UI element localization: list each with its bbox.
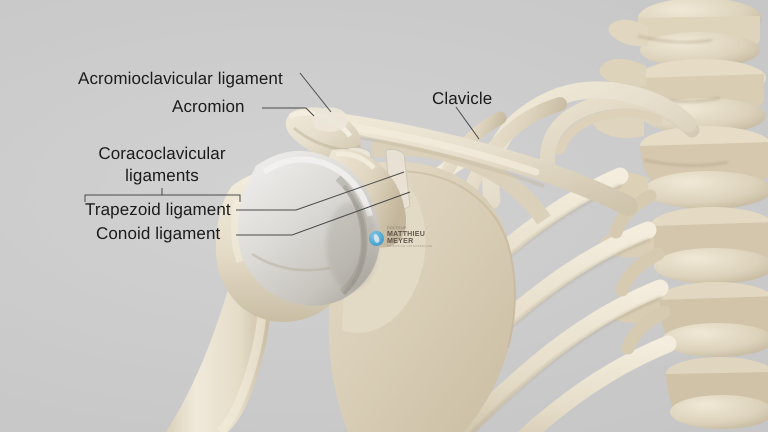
leader-conoid (236, 191, 411, 236)
label-conoid-ligament: Conoid ligament (96, 224, 221, 243)
leader-lines (84, 72, 480, 236)
coracoclavicular-bracket (84, 194, 241, 202)
watermark-logo-icon (369, 230, 384, 246)
label-acromioclavicular-ligament: Acromioclavicular ligament (78, 69, 283, 88)
leader-trapezoid (236, 171, 405, 211)
spine-group (593, 0, 768, 429)
joint-shadow (326, 202, 378, 290)
watermark-name: MATTHIEU MEYER (387, 229, 426, 245)
label-trapezoid-ligament: Trapezoid ligament (85, 200, 231, 219)
label-coracoclavicular-ligaments: Coracoclavicular ligaments (88, 143, 236, 187)
leader-acromioclavicular (299, 72, 332, 113)
watermark-subtitle: CHIRURGIE ORTHOPEDIQUE (387, 244, 433, 248)
leader-acromion (262, 107, 315, 117)
vertebral-bodies (638, 0, 768, 429)
label-acromion: Acromion (172, 97, 245, 116)
label-coracoclavicular-line2: ligaments (125, 166, 199, 185)
watermark: Docteur MATTHIEU MEYER CHIRURGIE ORTHOPE… (369, 226, 443, 249)
leader-clavicle (455, 106, 480, 140)
label-coracoclavicular-line1: Coracoclavicular (98, 144, 226, 163)
label-clavicle: Clavicle (432, 89, 493, 108)
acromioclavicular-ligament-group (312, 107, 348, 132)
watermark-text: Docteur MATTHIEU MEYER CHIRURGIE ORTHOPE… (387, 226, 443, 248)
watermark-prefix: Docteur (387, 226, 407, 231)
